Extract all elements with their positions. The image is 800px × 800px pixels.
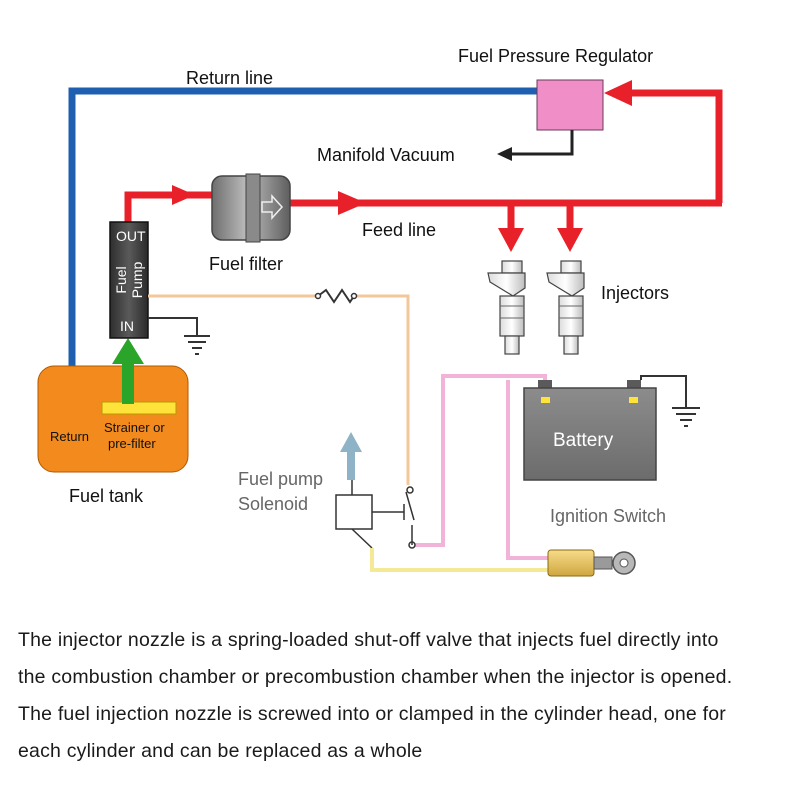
strainer [101, 401, 177, 415]
injector-1 [487, 260, 526, 355]
injector-arrow-1 [498, 228, 524, 252]
battery [523, 380, 657, 481]
caption-line-3: The fuel injection nozzle is screwed int… [18, 703, 726, 725]
battery-label: Battery [553, 430, 614, 451]
injector-arrow-2 [557, 228, 583, 252]
ignition-switch [547, 549, 636, 577]
feed-line-label: Feed line [362, 220, 436, 240]
regulator-inlet-arrow [604, 80, 632, 106]
caption-line-1: The injector nozzle is a spring-loaded s… [18, 629, 719, 651]
fuel-pressure-regulator [536, 79, 604, 131]
fuel-filter [211, 173, 291, 243]
solenoid-label-line2: Solenoid [238, 494, 308, 514]
manifold-vacuum-label: Manifold Vacuum [317, 145, 455, 165]
caption-paragraph: The injector nozzle is a spring-loaded s… [18, 622, 788, 770]
manifold-vacuum-line [497, 130, 574, 161]
fuel-tank-label: Fuel tank [69, 486, 144, 506]
flow-direction-icon [261, 194, 284, 220]
battery-ground-icon [640, 375, 700, 427]
return-line-label: Return line [186, 68, 273, 88]
pump-inlet-arrow [112, 338, 144, 404]
pump-name-line2: Pump [129, 262, 145, 299]
pump-name-line1: Fuel [113, 266, 129, 293]
feed-line [124, 80, 723, 252]
injectors-label: Injectors [601, 283, 669, 303]
pump-out-label: OUT [116, 228, 146, 244]
inline-connector [317, 288, 355, 304]
fuel-pump [109, 221, 149, 339]
pump-in-label: IN [120, 318, 134, 334]
fuel-pump-solenoid [335, 480, 416, 549]
fuel-tank [37, 365, 189, 473]
caption-line-2: the combustion chamber or precombustion … [18, 666, 733, 688]
caption-line-4: each cylinder and can be replaced as a w… [18, 740, 423, 762]
fuel-system-diagram: Fuel Pressure Regulator Manifold Vacuum … [37, 46, 723, 577]
solenoid-up-arrow-icon [340, 432, 362, 480]
pump-power-wire [148, 288, 410, 485]
solenoid-label-line1: Fuel pump [238, 469, 323, 489]
strainer-label-line2: pre-filter [108, 436, 156, 451]
pump-ground-icon [148, 317, 210, 355]
tank-return-label: Return [50, 429, 89, 444]
injector-2 [546, 260, 585, 355]
ignition-wire [414, 374, 548, 560]
fuel-pressure-regulator-label: Fuel Pressure Regulator [458, 46, 653, 66]
solenoid-wire [370, 548, 548, 572]
ignition-switch-label: Ignition Switch [550, 506, 666, 526]
fuel-filter-label: Fuel filter [209, 254, 283, 274]
strainer-label-line1: Strainer or [104, 420, 165, 435]
